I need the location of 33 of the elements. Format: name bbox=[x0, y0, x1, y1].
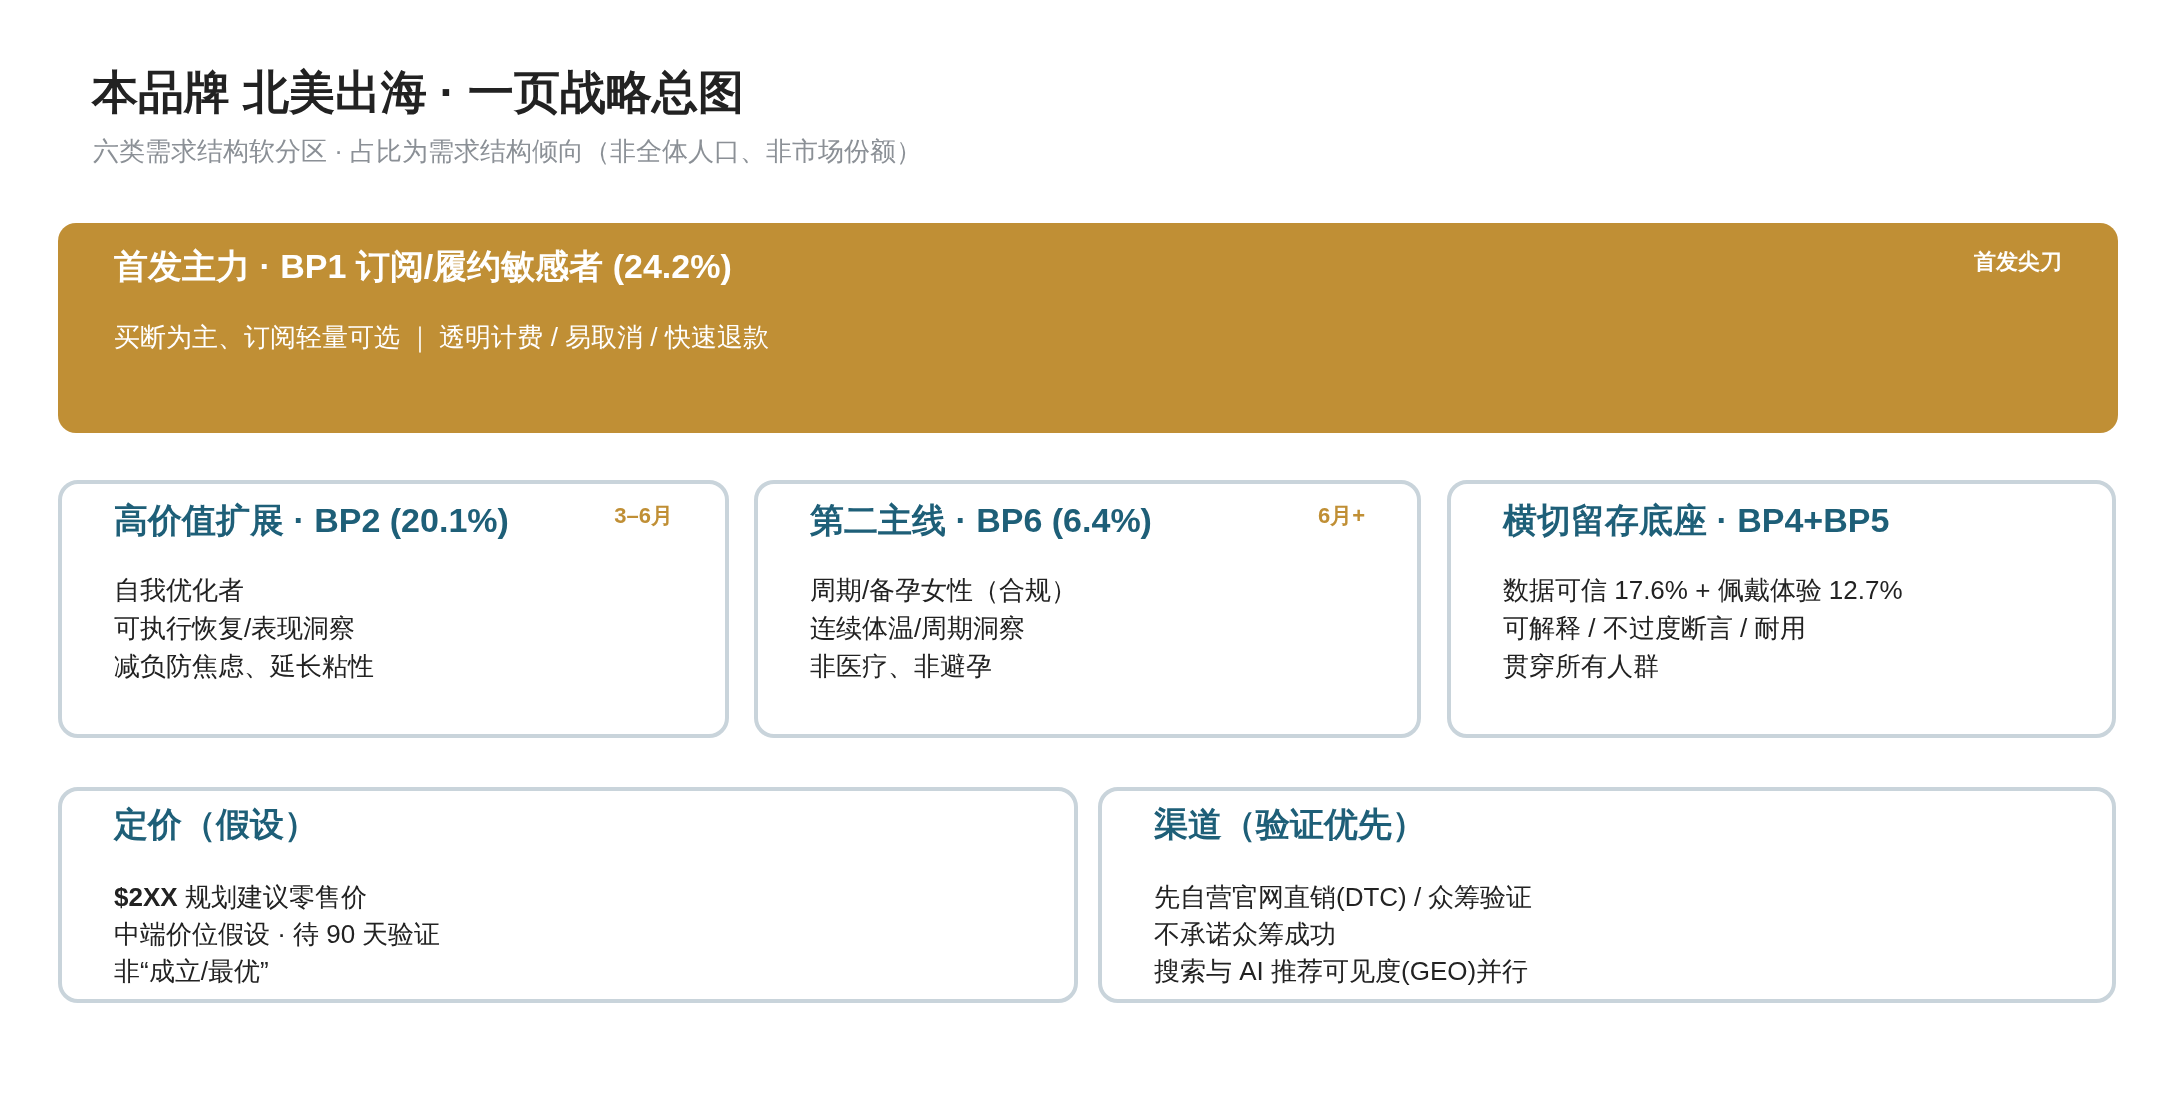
timing-label: 6月+ bbox=[1317, 502, 1365, 530]
segment-card bbox=[1098, 787, 2116, 1003]
segment-card bbox=[754, 480, 1421, 738]
body-line: 买断为主、订阅轻量可选 ｜ 透明计费 / 易取消 / 快速退款 bbox=[114, 321, 769, 355]
body-line: 非医疗、非避孕 bbox=[810, 650, 992, 683]
timing-label: 首发尖刀 bbox=[1974, 248, 2062, 276]
body-line: 中端价位假设 · 待 90 天验证 bbox=[114, 918, 441, 951]
body-line: 搜索与 AI 推荐可见度(GEO)并行 bbox=[1154, 955, 1529, 988]
body-line: $2XX 规划建议零售价 bbox=[114, 881, 367, 914]
card-heading: 横切留存底座 · BP4+BP5 bbox=[1503, 500, 1890, 541]
body-line: 先自营官网直销(DTC) / 众筹验证 bbox=[1154, 881, 1533, 914]
card-heading: 第二主线 · BP6 (6.4%) bbox=[810, 500, 1152, 541]
segment-card bbox=[58, 480, 729, 738]
body-line: 贯穿所有人群 bbox=[1503, 650, 1659, 683]
card-heading: 首发主力 · BP1 订阅/履约敏感者 (24.2%) bbox=[114, 246, 732, 287]
body-line: 连续体温/周期洞察 bbox=[810, 612, 1026, 645]
segment-card bbox=[1447, 480, 2116, 738]
body-line: 自我优化者 bbox=[114, 574, 244, 607]
timing-label: 3–6月 bbox=[614, 502, 673, 530]
page-title: 本品牌 北美出海 · 一页战略总图 bbox=[92, 65, 744, 120]
body-line: 减负防焦虑、延长粘性 bbox=[114, 650, 374, 683]
body-line: 不承诺众筹成功 bbox=[1154, 918, 1336, 951]
segment-band bbox=[58, 223, 2118, 433]
card-heading: 定价（假设） bbox=[114, 804, 318, 845]
body-line: 可执行恢复/表现洞察 bbox=[114, 612, 356, 645]
subtitle: 六类需求结构软分区 · 占比为需求结构倾向（非全体人口、非市场份额） bbox=[93, 135, 923, 168]
body-line: 周期/备孕女性（合规） bbox=[810, 574, 1078, 607]
body-line: 非“成立/最优” bbox=[114, 955, 269, 988]
card-heading: 高价值扩展 · BP2 (20.1%) bbox=[114, 500, 509, 541]
body-line: 数据可信 17.6% + 佩戴体验 12.7% bbox=[1503, 574, 1903, 607]
body-line: 可解释 / 不过度断言 / 耐用 bbox=[1503, 612, 1807, 645]
segment-card bbox=[58, 787, 1078, 1003]
card-heading: 渠道（验证优先） bbox=[1154, 804, 1426, 845]
